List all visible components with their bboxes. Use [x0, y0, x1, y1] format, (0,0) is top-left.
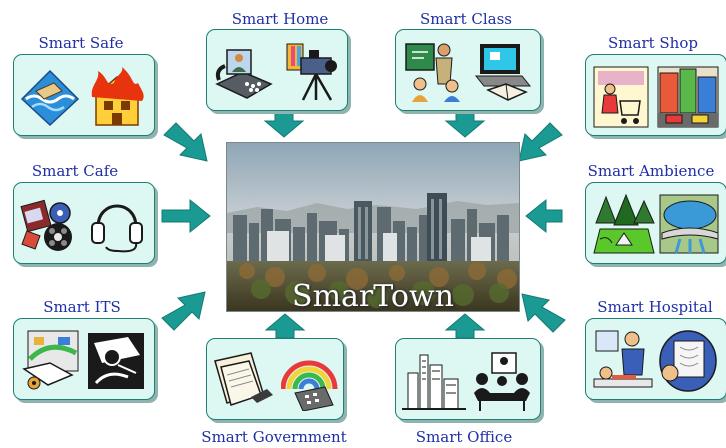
label-smart-home: Smart Home [231, 10, 329, 28]
box-smart-office [395, 338, 541, 420]
city-skyline-photo [227, 143, 519, 311]
label-smart-its: Smart ITS [43, 298, 121, 316]
flood-icon [20, 69, 80, 127]
arrow-class-to-center [444, 112, 486, 138]
arrow-government-to-center [264, 313, 306, 339]
box-smart-ambience [585, 182, 726, 264]
center-city-photo: SmarTown [226, 142, 520, 312]
house-fire-icon [91, 67, 144, 126]
label-smart-office: Smart Office [415, 428, 513, 446]
dam-lake-icon [659, 194, 719, 254]
rainbow-calculator-icon [281, 360, 338, 411]
xray-doctor-icon [659, 330, 717, 392]
box-smart-safe [13, 54, 155, 136]
box-smart-home [206, 29, 348, 111]
label-smart-hospital: Smart Hospital [597, 298, 713, 316]
arrow-hospital-to-center [521, 293, 566, 333]
label-smart-ambience: Smart Ambience [587, 162, 715, 180]
arrow-cafe-to-center [161, 198, 211, 234]
city-buildings-icon [402, 354, 466, 410]
arrow-shop-to-center [518, 122, 563, 162]
meeting-room-icon [474, 352, 530, 411]
storefront-street-icon [657, 66, 719, 128]
arrow-office-to-center [444, 313, 486, 339]
headphones-icon [91, 204, 143, 253]
label-smart-safe: Smart Safe [38, 34, 124, 52]
label-smart-cafe: Smart Cafe [31, 162, 119, 180]
documents-icon [214, 352, 273, 406]
box-smart-shop [585, 54, 726, 136]
laptop-book-icon [474, 44, 532, 101]
film-reel-icon [20, 199, 72, 251]
label-smart-government: Smart Government [201, 428, 347, 446]
arrow-home-to-center [263, 112, 305, 138]
box-smart-government [206, 338, 344, 420]
arrow-its-to-center [161, 291, 206, 331]
box-smart-class [395, 29, 541, 111]
label-smart-class: Smart Class [419, 10, 513, 28]
box-smart-its [13, 318, 155, 400]
video-camera-icon [286, 43, 337, 101]
arrow-safe-to-center [163, 122, 208, 162]
teacher-classroom-icon [405, 43, 460, 102]
doctor-patient-icon [593, 330, 653, 388]
box-smart-cafe [13, 182, 155, 264]
traffic-map-icon [22, 330, 79, 390]
forest-camp-icon [593, 193, 655, 254]
video-phone-icon [215, 49, 273, 99]
label-smart-shop: Smart Shop [608, 34, 698, 52]
shopper-cart-icon [593, 66, 649, 128]
arrow-ambience-to-center [525, 198, 563, 234]
box-smart-hospital [585, 318, 726, 400]
center-title: SmarTown [292, 279, 454, 312]
car-driver-icon [88, 333, 144, 389]
